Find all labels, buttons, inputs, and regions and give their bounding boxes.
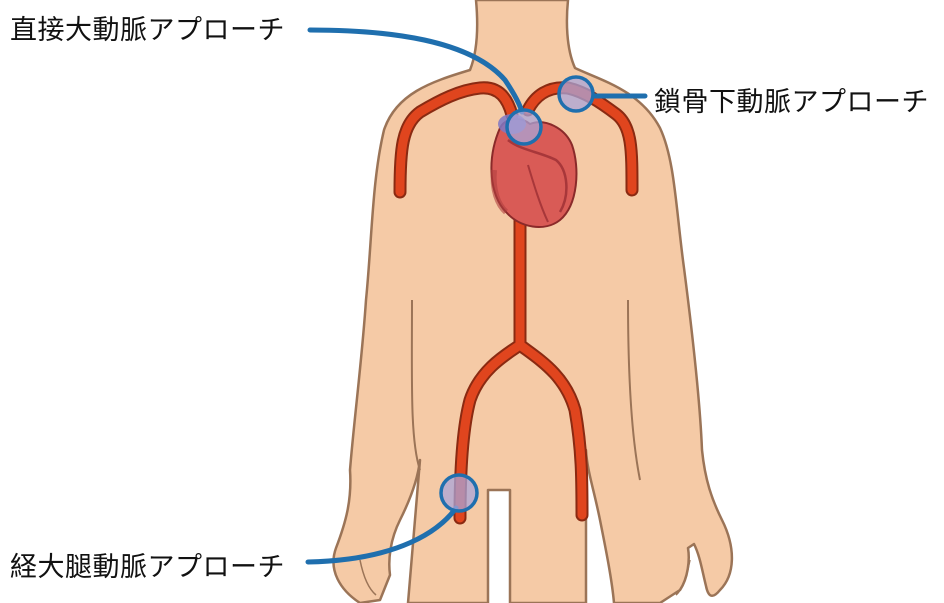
marker-femoral [441, 475, 477, 511]
label-subclavian-approach: 鎖骨下動脈アプローチ [654, 80, 929, 119]
label-femoral-approach: 経大腿動脈アプローチ [10, 545, 285, 584]
marker-direct-aortic [507, 110, 541, 144]
label-direct-aortic-approach: 直接大動脈アプローチ [10, 8, 285, 47]
marker-subclavian [559, 77, 593, 111]
